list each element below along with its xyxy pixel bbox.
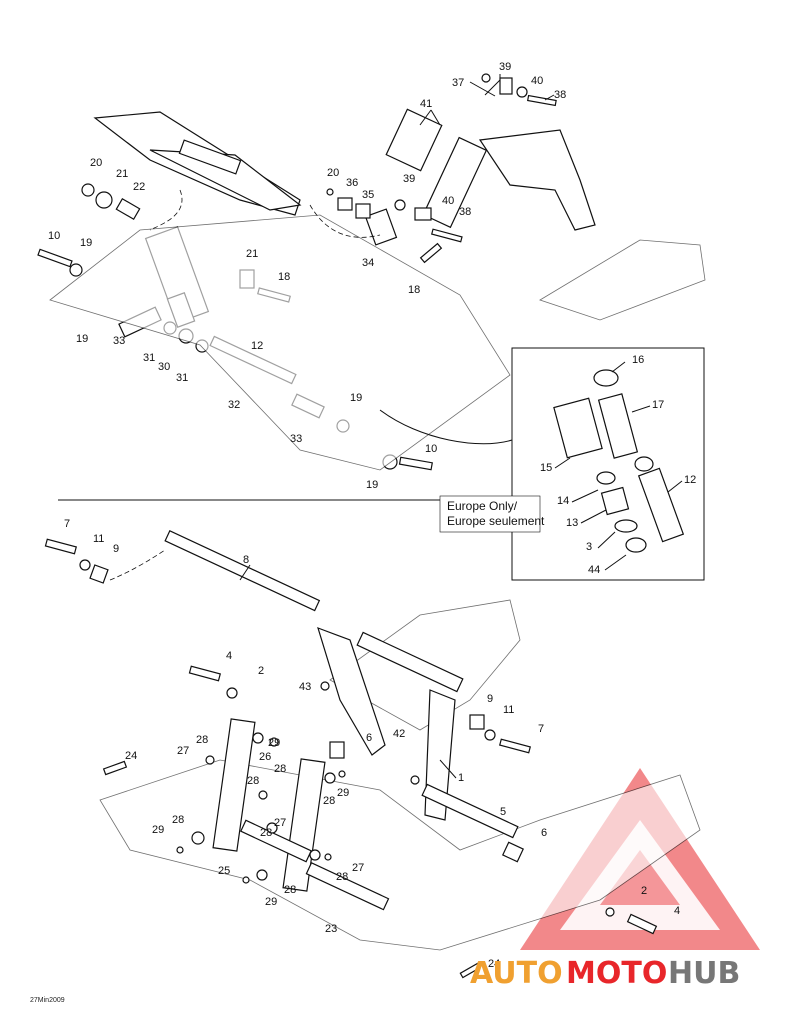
callout-14: 14	[557, 495, 569, 507]
callout-1: 1	[458, 772, 464, 784]
callout-3: 3	[586, 541, 592, 553]
callout-11: 11	[93, 533, 104, 545]
callout-39b: 39	[403, 173, 415, 185]
callout-9: 9	[113, 543, 119, 555]
callout-5: 5	[500, 806, 506, 818]
callout-2: 2	[258, 665, 264, 677]
leader-lines	[239, 74, 683, 779]
callout-11b: 11	[503, 704, 514, 716]
callout-10: 10	[48, 230, 60, 242]
callout-34: 34	[362, 257, 374, 269]
callout-18: 18	[278, 271, 290, 283]
callout-28g: 28	[336, 871, 348, 883]
watermark-text: AUTO MOTO HUB	[470, 956, 740, 991]
callout-33: 33	[113, 335, 125, 347]
callout-2b: 2	[641, 885, 647, 897]
callout-31b: 31	[176, 372, 188, 384]
callout-21: 21	[116, 168, 128, 180]
callout-19c: 19	[350, 392, 362, 404]
callout-22: 22	[133, 181, 145, 193]
callout-28f: 28	[260, 827, 272, 839]
callout-42: 42	[393, 728, 405, 740]
callout-12: 12	[251, 340, 263, 352]
callout-28b: 28	[274, 763, 286, 775]
callout-21b: 21	[246, 248, 258, 260]
callout-37: 37	[452, 77, 464, 89]
callout-28: 28	[196, 734, 208, 746]
callout-33b: 33	[290, 433, 302, 445]
callout-26: 26	[259, 751, 271, 763]
callout-29: 29	[268, 737, 280, 749]
callout-4: 4	[226, 650, 232, 662]
callout-28d: 28	[323, 795, 335, 807]
callout-38b: 38	[459, 206, 471, 218]
europe-note-line2: Europe seulement	[447, 514, 545, 528]
europe-note-line1: Europe Only/	[447, 499, 518, 513]
callout-27b: 27	[274, 817, 286, 829]
upper-rear-arm-assembly	[37, 73, 706, 471]
callout-12b: 12	[684, 474, 696, 486]
callout-40b: 40	[442, 195, 454, 207]
callout-31: 31	[143, 352, 155, 364]
callout-19b: 19	[76, 333, 88, 345]
europe-note-box: Europe Only/ Europe seulement	[439, 495, 545, 533]
callout-18b: 18	[408, 284, 420, 296]
callout-39: 39	[499, 61, 511, 73]
callout-41: 41	[420, 98, 432, 110]
callout-29d: 29	[265, 896, 277, 908]
callout-43: 43	[299, 681, 311, 693]
europe-inset	[58, 347, 705, 581]
callout-labels: 39 37 40 38 41 20 21 22 20 36 39 35 40 3…	[48, 61, 696, 970]
callout-29c: 29	[152, 824, 164, 836]
callout-28h: 28	[284, 884, 296, 896]
callout-27: 27	[177, 745, 189, 757]
callout-29b: 29	[337, 787, 349, 799]
callout-9b: 9	[487, 693, 493, 705]
callout-30: 30	[158, 361, 170, 373]
callout-35: 35	[362, 189, 374, 201]
callout-17: 17	[652, 399, 664, 411]
callout-10b: 10	[425, 443, 437, 455]
watermark-part-moto: MOTO	[566, 956, 667, 991]
callout-19: 19	[80, 237, 92, 249]
callout-19d: 19	[366, 479, 378, 491]
callout-24b: 24	[488, 958, 500, 970]
callout-4b: 4	[674, 905, 680, 917]
callout-7: 7	[64, 518, 70, 530]
callout-16: 16	[632, 354, 644, 366]
callout-36: 36	[346, 177, 358, 189]
callout-32: 32	[228, 399, 240, 411]
footer-code: 27Min2009	[30, 997, 65, 1004]
lower-front-arm-assembly	[44, 530, 701, 979]
callout-6b: 6	[541, 827, 547, 839]
watermark-part-auto: AUTO	[470, 956, 563, 991]
callout-13: 13	[566, 517, 578, 529]
watermark-part-hub: HUB	[668, 956, 740, 991]
callout-20: 20	[90, 157, 102, 169]
callout-28e: 28	[172, 814, 184, 826]
callout-6: 6	[366, 732, 372, 744]
callout-24: 24	[125, 750, 137, 762]
callout-38: 38	[554, 89, 566, 101]
callout-15: 15	[540, 462, 552, 474]
callout-25: 25	[218, 865, 230, 877]
callout-44: 44	[588, 564, 600, 576]
callout-7b: 7	[538, 723, 544, 735]
callout-27c: 27	[352, 862, 364, 874]
callout-20b: 20	[327, 167, 339, 179]
callout-40: 40	[531, 75, 543, 87]
callout-23: 23	[325, 923, 337, 935]
callout-8: 8	[243, 554, 249, 566]
callout-28c: 28	[247, 775, 259, 787]
